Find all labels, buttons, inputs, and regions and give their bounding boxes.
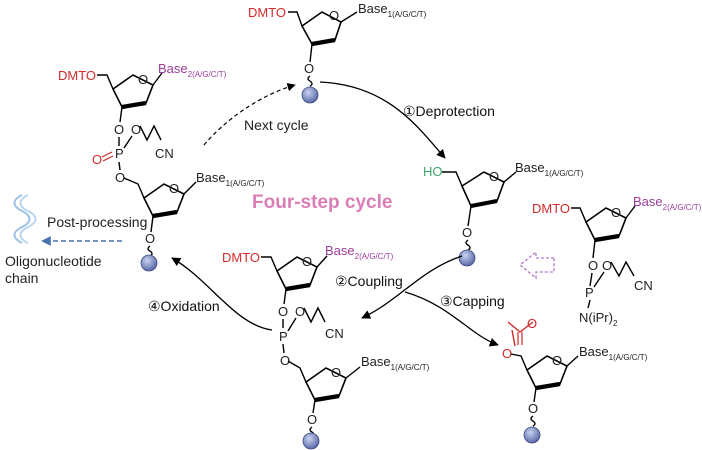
- base2-label-c: Base2(A/G/C/T): [633, 194, 702, 212]
- o3-label: O: [278, 304, 288, 319]
- ester-oxygen: O: [502, 346, 512, 361]
- ring-oxygen: O: [489, 169, 499, 184]
- o3-label: O: [145, 231, 155, 246]
- nucleoside-dmt-support-top: DMTO O Base1(A/G/C/T) O: [248, 1, 427, 104]
- next-cycle-arrow: [203, 83, 296, 146]
- carbonyl-oxygen: O: [527, 316, 537, 331]
- oligo-strand-icon: [13, 194, 37, 244]
- nucleoside-ho-support-right: HO O Base1(A/G/C/T) O: [423, 160, 584, 267]
- ring-oxygen: O: [329, 8, 339, 23]
- deprotection-step-label: ①Deprotection: [403, 103, 495, 119]
- post-processing-label: Post-processing: [47, 214, 147, 230]
- solid-support-bead: [140, 254, 158, 272]
- oxygen-label: O: [131, 122, 141, 137]
- base2-label-d: Base2(A/G/C/T): [325, 243, 394, 261]
- phosphorus-label: P: [279, 329, 288, 344]
- base1-label-e: Base1(A/G/C/T): [579, 344, 648, 362]
- diagram-title: Four-step cycle: [252, 192, 392, 213]
- dmto-label: DMTO: [222, 250, 260, 265]
- phosphorus-label: P: [585, 285, 594, 300]
- base1-label-a: Base1(A/G/C/T): [358, 1, 427, 19]
- o3-label: O: [114, 122, 124, 137]
- o3-label: O: [307, 412, 317, 427]
- cyano-label: CN: [155, 146, 174, 161]
- oligo-chain-label-line2: chain: [5, 270, 38, 286]
- o3-label: O: [528, 401, 538, 416]
- solid-support-bead: [301, 86, 319, 104]
- base2-label-f: Base2(A/G/C/T): [158, 61, 227, 79]
- ring-oxygen: O: [169, 181, 179, 196]
- capping-step-label: ③Capping: [440, 293, 505, 309]
- base1-label-b: Base1(A/G/C/T): [515, 160, 584, 178]
- ring-oxygen: O: [331, 365, 341, 380]
- base1-label-f: Base1(A/G/C/T): [196, 170, 265, 188]
- deprotection-arrow: [319, 81, 446, 159]
- cyano-label: CN: [325, 326, 344, 341]
- reagent-entry-arrow: [518, 250, 555, 280]
- dinucleotide-phosphate: DMTO O Base2(A/G/C/T) O P O O CN O O Bas…: [58, 61, 265, 272]
- o3-label: O: [588, 258, 598, 273]
- coupling-arrow: [361, 255, 463, 319]
- solid-support-bead: [458, 249, 476, 267]
- solid-support-bead: [302, 432, 320, 450]
- cyano-label: CN: [634, 278, 653, 293]
- phosphorus-label: P: [115, 146, 124, 161]
- ring-oxygen: O: [138, 72, 148, 87]
- capped-nucleoside: O O O Base1(A/G/C/T) O: [502, 316, 648, 444]
- coupling-step-label: ②Coupling: [335, 273, 403, 289]
- o3-label: O: [304, 61, 314, 76]
- o5-label: O: [115, 170, 125, 185]
- capping-arrow: [404, 291, 499, 347]
- oxidation-step-label: ④Oxidation: [148, 298, 220, 314]
- dmto-label: DMTO: [58, 68, 96, 83]
- phosphoramidite-monomer: DMTO O Base2(A/G/C/T) O P O CN N(iPr)2: [532, 194, 702, 328]
- solid-support-bead: [523, 426, 541, 444]
- ho-label: HO: [423, 164, 443, 179]
- oxidation-arrow: [171, 257, 273, 331]
- next-cycle-label: Next cycle: [244, 117, 309, 133]
- dmto-label: DMTO: [248, 5, 286, 20]
- o3-label: O: [462, 225, 472, 240]
- dinucleotide-phosphite: DMTO O Base2(A/G/C/T) O P O CN O O Base1…: [222, 243, 430, 450]
- amine-label: N(iPr)2: [579, 310, 618, 328]
- phosphoryl-oxygen: O: [92, 152, 102, 167]
- oxygen-label: O: [602, 258, 612, 273]
- ring-oxygen: O: [302, 254, 312, 269]
- oxygen-label: O: [295, 304, 305, 319]
- o5-label: O: [280, 353, 290, 368]
- dmto-label: DMTO: [532, 201, 570, 216]
- ring-oxygen: O: [552, 353, 562, 368]
- oligo-chain-label-line1: Oligonucleotide: [5, 253, 102, 269]
- base1-label-d: Base1(A/G/C/T): [361, 354, 430, 372]
- ring-oxygen: O: [611, 205, 621, 220]
